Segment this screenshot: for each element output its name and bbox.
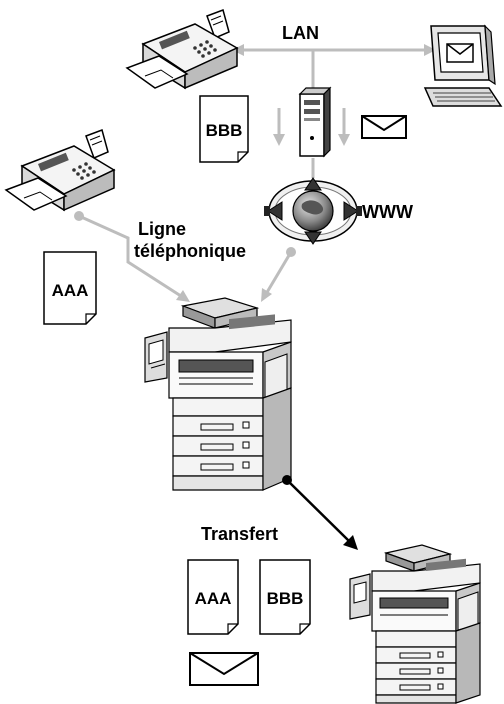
envelope-bottom-icon [189,652,259,686]
lan-label: LAN [282,23,319,43]
phone-line-label-1: Ligne [138,219,186,239]
envelope-icon [361,115,407,139]
document-aaa-left-label: AAA [52,281,89,300]
document-bbb-bottom: BBB [259,559,311,635]
transfer-arrow [282,475,358,550]
server-flow-arrows [273,108,350,178]
server-tower-icon [298,86,332,158]
fax-machine-top-icon [125,9,239,90]
www-label: WWW [362,202,413,222]
document-bbb-top-label: BBB [206,121,243,140]
globe-internet-icon [264,177,362,245]
document-bbb-top: BBB [199,95,249,163]
multifunction-copier-main-icon [144,297,292,491]
lan-connector [232,44,436,88]
multifunction-copier-small-icon [349,544,481,704]
phone-line-connector [74,211,296,302]
fax-machine-left-icon [4,129,116,212]
phone-line-label-2: téléphonique [134,241,246,261]
document-aaa-bottom-label: AAA [195,589,232,608]
transfer-label: Transfert [201,524,279,544]
document-aaa-left: AAA [43,251,97,325]
document-aaa-bottom: AAA [187,559,239,635]
document-bbb-bottom-label: BBB [267,589,304,608]
desktop-computer-icon [423,24,503,107]
